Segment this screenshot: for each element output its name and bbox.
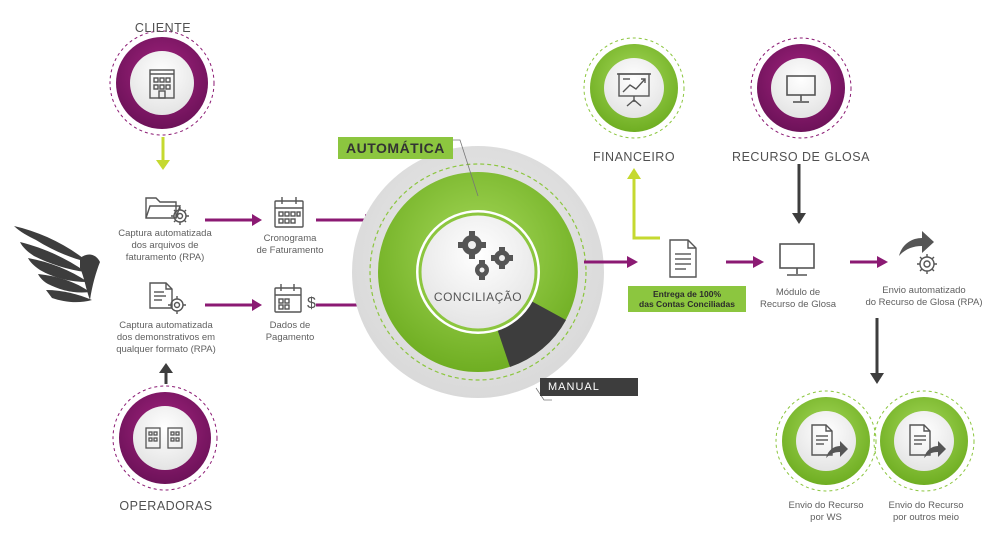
monitor-icon bbox=[786, 75, 816, 103]
arrow-glosa-to-modulo bbox=[792, 164, 806, 224]
document-share-icon bbox=[811, 424, 848, 458]
share-gear-icon bbox=[899, 231, 937, 274]
arrow-cliente-to-captura bbox=[156, 137, 170, 170]
recurso-glosa-label: RECURSO DE GLOSA bbox=[732, 150, 870, 164]
financeiro-label: FINANCEIRO bbox=[592, 150, 676, 164]
conciliacao-label: CONCILIAÇÃO bbox=[434, 290, 522, 304]
automatica-tag: AUTOMÁTICA bbox=[338, 137, 453, 159]
operadoras-node bbox=[112, 385, 218, 491]
envio-outros-node bbox=[873, 390, 975, 492]
financeiro-node bbox=[583, 37, 685, 139]
arrow-entrega-to-financeiro bbox=[627, 168, 660, 240]
arrow-envio-to-options bbox=[870, 318, 884, 384]
calendar-icon bbox=[274, 197, 304, 228]
building-icon bbox=[149, 69, 175, 99]
captura-demonstrativos-label: Captura automatizada dos demonstrativos … bbox=[116, 320, 216, 355]
cronograma-label: Cronograma de Faturamento bbox=[256, 233, 324, 256]
operadoras-label: OPERADORAS bbox=[119, 499, 213, 513]
arrow-conciliacao-to-entrega bbox=[584, 256, 638, 268]
dados-pagamento-label: Dados de Pagamento bbox=[265, 320, 315, 343]
document-icon bbox=[669, 239, 697, 278]
conciliacao-node bbox=[352, 139, 604, 401]
cliente-node bbox=[109, 30, 215, 136]
envio-automatizado-label: Envio automatizado do Recurso de Glosa (… bbox=[865, 285, 983, 308]
svg-text:$: $ bbox=[307, 295, 316, 312]
folder-gear-icon bbox=[145, 197, 189, 225]
envio-outros-label: Envio do Recurso por outros meio bbox=[888, 500, 964, 523]
entrega-label: Entrega de 100% das Contas Conciliadas bbox=[628, 286, 746, 313]
cliente-label: CLIENTE bbox=[134, 21, 192, 35]
recurso-glosa-node bbox=[750, 37, 852, 139]
document-share-icon bbox=[909, 424, 946, 458]
modulo-glosa-label: Módulo de Recurso de Glosa bbox=[759, 287, 837, 310]
modulo-monitor-icon bbox=[779, 243, 815, 276]
buildings-icon bbox=[145, 427, 183, 449]
captura-arquivos-label: Captura automatizada dos arquivos de fat… bbox=[118, 228, 212, 263]
arrow-captura-to-cronograma bbox=[205, 214, 262, 226]
calendar-dollar-icon: $ bbox=[274, 284, 316, 313]
arrow-captura-to-dados bbox=[205, 299, 262, 311]
manual-tag: MANUAL bbox=[540, 378, 638, 396]
envio-ws-label: Envio do Recurso por WS bbox=[788, 500, 864, 523]
gears-icon bbox=[458, 231, 513, 280]
document-gear-icon bbox=[149, 282, 186, 314]
arrow-operadoras-to-captura bbox=[159, 363, 173, 384]
arrow-entrega-to-modulo bbox=[726, 256, 764, 268]
arrow-modulo-to-envio bbox=[850, 256, 888, 268]
envio-ws-node bbox=[775, 390, 877, 492]
eagle-logo-icon bbox=[14, 226, 100, 303]
presentation-chart-icon bbox=[617, 73, 651, 107]
